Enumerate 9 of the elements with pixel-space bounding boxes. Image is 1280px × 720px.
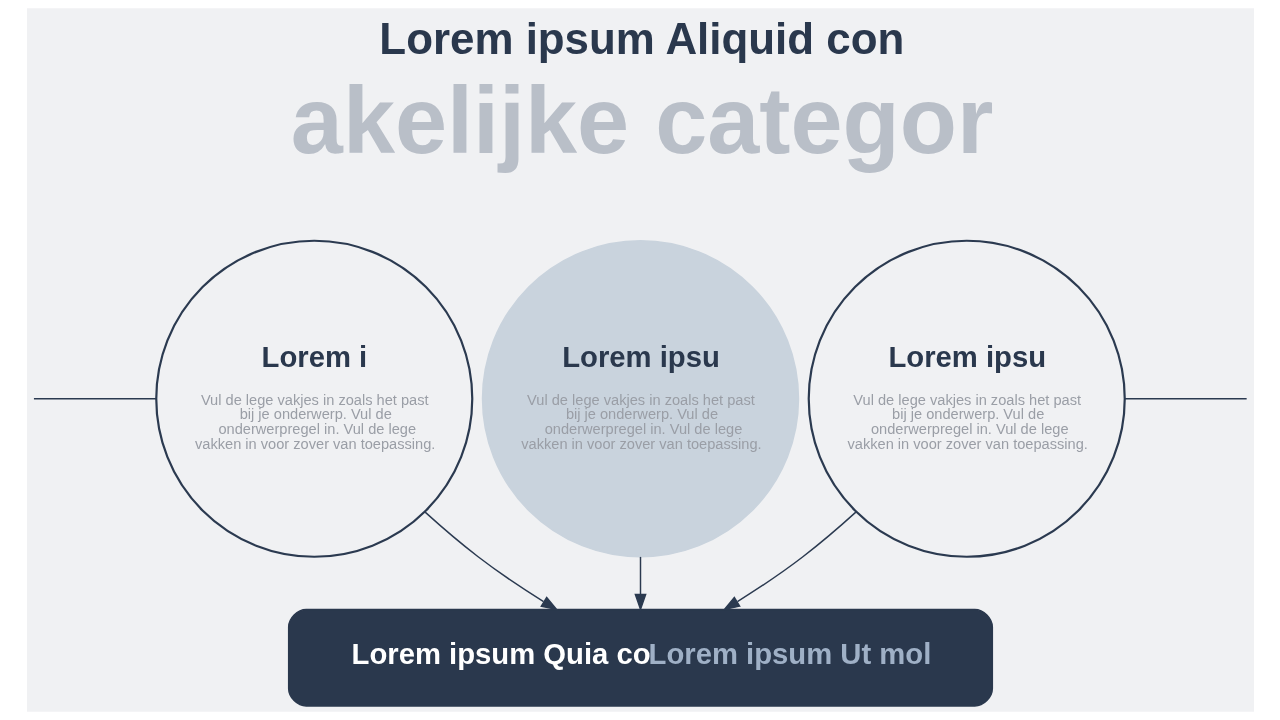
arrow xyxy=(423,511,558,611)
node-box: Lorem ipsum Quia coLorem ipsum Ut mol xyxy=(287,608,993,707)
arrow xyxy=(633,556,647,612)
arrow xyxy=(722,511,857,611)
node-circle: Lorem i Vul de lege vakjes in zoals het past bij je onderwerp. Vul de onderwerpregel in. Vul de lege vakken in voor zover van toepassing. xyxy=(154,239,473,558)
connector xyxy=(32,398,157,400)
diagram-title: Lorem ipsum Aliquid con xyxy=(378,13,904,63)
node-circle: Lorem ipsu Vul de lege vakjes in zoals het past bij je onderwerp. Vul de onderwerpregel in. Vul de lege vakken in voor zover van toepassing. xyxy=(807,239,1126,558)
connector xyxy=(1123,398,1247,400)
